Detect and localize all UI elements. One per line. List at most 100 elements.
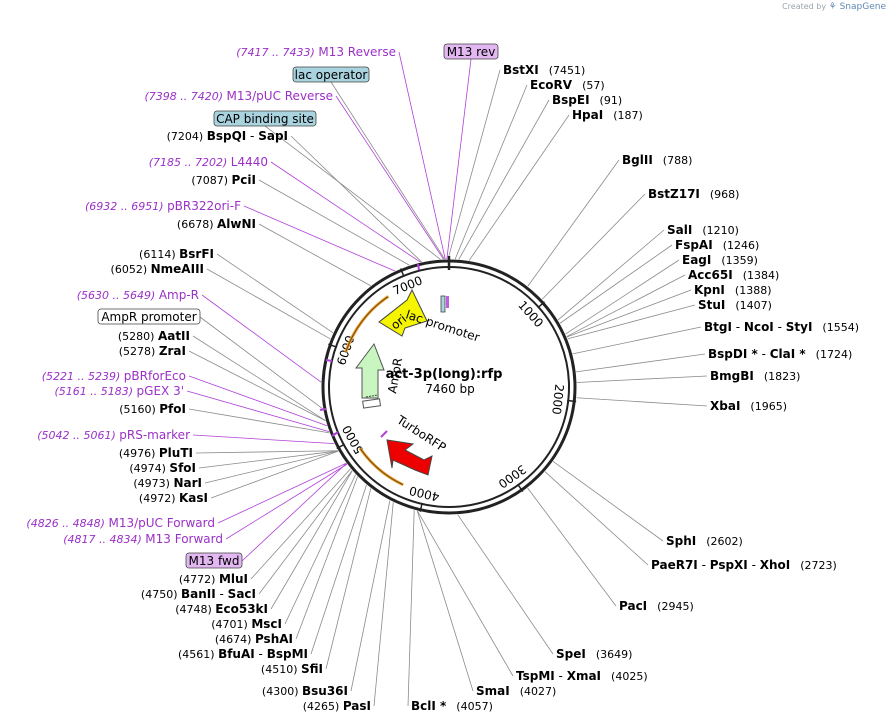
pbr-primer-mark (319, 408, 327, 411)
leader-line (552, 461, 664, 542)
enzyme-site-bspqi[interactable]: (7204) BspQI - SapI (167, 129, 288, 143)
feature-m13-reverse[interactable]: (7417 .. 7433) M13 Reverse (236, 45, 396, 59)
enzyme-site-pasi[interactable]: (4265) PasI (303, 699, 371, 713)
enzyme-site-bsrfi[interactable]: (6114) BsrFI (139, 247, 214, 261)
ampr-dash (365, 394, 379, 398)
leader-line (290, 135, 422, 263)
enzyme-site-bspdi[interactable]: BspDI * - ClaI *(1724) (708, 347, 852, 361)
enzyme-site-bfuai[interactable]: (4561) BfuAI - BspMI (178, 647, 308, 661)
enzyme-site-bcli[interactable]: BclI *(4057) (411, 699, 493, 713)
feature-pgex-3-[interactable]: (5161 .. 5183) pGEX 3' (54, 384, 184, 398)
feature-pbr322ori-f[interactable]: (6932 .. 6951) pBR322ori-F (85, 199, 241, 213)
leader-line (241, 463, 347, 562)
enzyme-site-ecorv[interactable]: EcoRV(57) (530, 78, 605, 92)
svg-text:BclI *(4057): BclI *(4057) (411, 699, 493, 713)
enzyme-site-pfoi[interactable]: (5160) PfoI (119, 402, 186, 416)
enzyme-site-pluti[interactable]: (4976) PluTI (119, 446, 193, 460)
svg-text:BstZ17I(968): BstZ17I(968) (648, 187, 739, 201)
svg-text:(4510) SfiI: (4510) SfiI (261, 662, 323, 676)
label-box (97, 308, 201, 325)
leader-line (373, 502, 394, 707)
enzyme-site-paer7i[interactable]: PaeR7I - PspXI - XhoI(2723) (651, 558, 837, 572)
feature-pbrforeco[interactable]: (5221 .. 5239) pBRforEco (42, 369, 186, 383)
enzyme-site-sfii[interactable]: (4510) SfiI (261, 662, 323, 676)
site-labels: BstXI(7451)EcoRV(57)BspEI(91)HpaI(187) Bg… (26, 43, 859, 713)
svg-text:KpnI(1388): KpnI(1388) (694, 283, 771, 297)
enzyme-site-aatii[interactable]: (5280) AatII (118, 329, 190, 343)
enzyme-site-bspei[interactable]: BspEI(91) (552, 93, 622, 107)
leader-line (206, 268, 331, 340)
enzyme-site-xbai[interactable]: XbaI(1965) (710, 399, 787, 413)
leader-line (310, 484, 367, 655)
boxed-label-lac-operator[interactable]: lac operator (292, 66, 370, 83)
scale-tick-label: 4000 (408, 483, 441, 504)
svg-text:(6932 .. 6951) pBR322ori-F: (6932 .. 6951) pBR322ori-F (85, 199, 241, 213)
enzyme-site-smai[interactable]: SmaI(4027) (476, 684, 556, 698)
svg-text:HpaI(187): HpaI(187) (572, 108, 643, 122)
enzyme-site-zrai[interactable]: (5278) ZraI (119, 344, 186, 358)
boxed-label-cap-binding-site[interactable]: CAP binding site (213, 110, 317, 127)
svg-text:(6052) NmeAIII: (6052) NmeAIII (111, 262, 204, 276)
feature-l4440[interactable]: (7185 .. 7202) L4440 (149, 155, 268, 169)
svg-text:(4750) BanII - SacI: (4750) BanII - SacI (141, 587, 256, 601)
feature-arrows (319, 263, 449, 487)
enzyme-site-spei[interactable]: SpeI(3649) (556, 647, 632, 661)
enzyme-site-msci[interactable]: (4701) MscI (211, 617, 282, 631)
enzyme-site-nmeaiii[interactable]: (6052) NmeAIII (111, 262, 204, 276)
l4440-mark (417, 263, 420, 271)
enzyme-site-bglii[interactable]: BglII(788) (622, 153, 692, 167)
enzyme-site-kpni[interactable]: KpnI(1388) (694, 283, 771, 297)
enzyme-site-pshai[interactable]: (4674) PshAI (215, 632, 293, 646)
credit-prefix: Created by (782, 2, 827, 11)
svg-text:(6114) BsrFI: (6114) BsrFI (139, 247, 214, 261)
enzyme-site-sphi[interactable]: SphI(2602) (666, 534, 743, 548)
enzyme-site-btgi[interactable]: BtgI - NcoI - StyI(1554) (704, 320, 859, 334)
svg-text:XbaI(1965): XbaI(1965) (710, 399, 787, 413)
svg-text:AmpR promoter: AmpR promoter (101, 310, 196, 324)
leader-line (350, 500, 391, 692)
enzyme-site-bsu36i[interactable]: (4300) Bsu36I (262, 684, 348, 698)
enzyme-site-tspmi[interactable]: TspMI - XmaI(4025) (516, 669, 648, 683)
enzyme-site-mlui[interactable]: (4772) MluI (179, 572, 248, 586)
enzyme-site-bstz17i[interactable]: BstZ17I(968) (648, 187, 739, 201)
leader-line (217, 462, 347, 524)
enzyme-site-hpai[interactable]: HpaI(187) (572, 108, 643, 122)
enzyme-site-nari[interactable]: (4973) NarI (133, 476, 202, 490)
boxed-label-m13-rev[interactable]: M13 rev (443, 43, 499, 60)
leader-line (559, 244, 673, 324)
enzyme-site-bstxi[interactable]: BstXI(7451) (503, 63, 585, 77)
leader-line (284, 474, 356, 625)
leader-line (270, 161, 421, 263)
feature-m13-puc-reverse[interactable]: (7398 .. 7420) M13/pUC Reverse (144, 89, 333, 103)
svg-text:TspMI - XmaI(4025): TspMI - XmaI(4025) (516, 669, 648, 683)
svg-text:(7204) BspQI - SapI: (7204) BspQI - SapI (167, 129, 288, 143)
enzyme-site-sfoi[interactable]: (4974) SfoI (129, 461, 196, 475)
enzyme-site-eco53ki[interactable]: (4748) Eco53kI (175, 602, 268, 616)
enzyme-site-alwni[interactable]: (6678) AlwNI (177, 217, 256, 231)
enzyme-site-paci[interactable]: PacI(2945) (619, 599, 694, 613)
feature-m13-puc-forward[interactable]: (4826 .. 4848) M13/pUC Forward (26, 516, 215, 530)
scale-ticks (328, 256, 577, 512)
leader-line (204, 450, 339, 484)
leader-line (446, 58, 472, 260)
enzyme-site-stui[interactable]: StuI(1407) (698, 298, 772, 312)
enzyme-site-banii[interactable]: (4750) BanII - SacI (141, 587, 256, 601)
enzyme-site-eagi[interactable]: EagI(1359) (682, 253, 758, 267)
enzyme-site-fspai[interactable]: FspAI(1246) (675, 238, 759, 252)
enzyme-site-sali[interactable]: SalI(1210) (667, 223, 739, 237)
feature-prs-marker[interactable]: (5042 .. 5061) pRS-marker (37, 428, 190, 442)
leader-line (325, 488, 372, 670)
svg-text:Acc65I(1384): Acc65I(1384) (688, 268, 779, 282)
svg-text:lac operator: lac operator (295, 68, 368, 82)
leader-line (330, 81, 446, 260)
leader-line (199, 316, 324, 410)
feature-m13-forward[interactable]: (4817 .. 4834) M13 Forward (63, 532, 223, 546)
enzyme-site-pcii[interactable]: (7087) PciI (191, 173, 256, 187)
enzyme-site-kasi[interactable]: (4972) KasI (139, 491, 208, 505)
boxed-label-ampr-promoter[interactable]: AmpR promoter (97, 308, 201, 325)
enzyme-site-bmgbi[interactable]: BmgBI(1823) (710, 369, 800, 383)
boxed-label-m13-fwd[interactable]: M13 fwd (185, 552, 243, 569)
scale-tick (517, 483, 524, 492)
enzyme-site-acc65i[interactable]: Acc65I(1384) (688, 268, 779, 282)
feature-amp-r[interactable]: (5630 .. 5649) Amp-R (77, 288, 199, 302)
